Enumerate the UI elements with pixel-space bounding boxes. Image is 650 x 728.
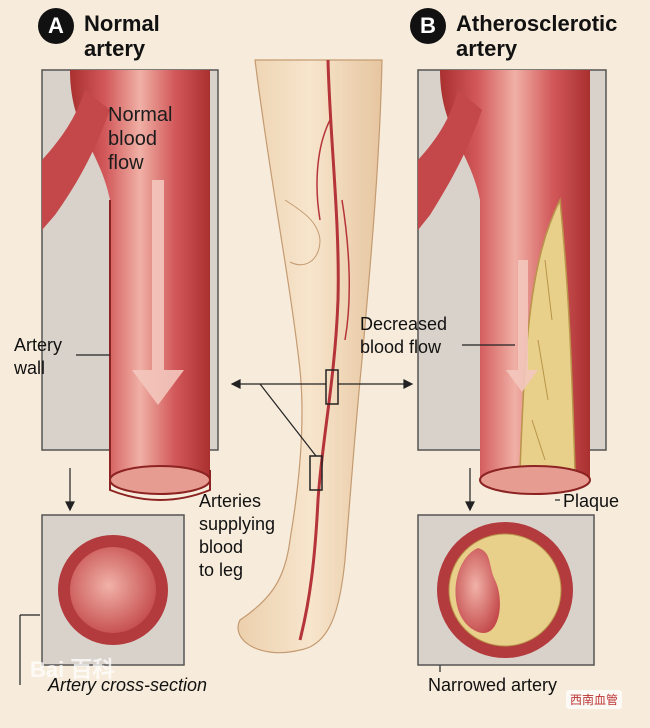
panel-b-badge: B (410, 8, 446, 44)
panel-a-title-line2: artery (84, 36, 146, 61)
cross-section-a (41, 514, 185, 666)
artery-wall-line2: wall (14, 358, 46, 378)
panel-a-title: Normal artery (84, 11, 160, 61)
leg-label-line1: Arteries (199, 491, 262, 511)
panel-a-title-line1: Normal (84, 11, 160, 36)
normal-flow-line1: Normal (108, 104, 173, 126)
baike-watermark: Bai 百科 (30, 657, 115, 682)
connector-lines (19, 344, 560, 685)
leg-arteries-label: Arteries supplying blood to leg (199, 490, 275, 582)
panel-b-box (417, 69, 607, 495)
decreased-flow-line1: Decreased (360, 314, 448, 334)
artery-wall-line1: Artery (14, 335, 63, 355)
leg-label-line2: supplying (199, 514, 276, 534)
leg-illustration (237, 59, 383, 654)
panel-a-box (41, 69, 219, 501)
artery-wall-label: Artery wall (14, 334, 62, 380)
decreased-flow-line2: blood flow (360, 337, 442, 357)
leg-label-line3: blood (199, 537, 244, 557)
decreased-flow-label: Decreased blood flow (360, 313, 447, 359)
cross-section-b (417, 514, 595, 666)
narrowed-artery-label: Narrowed artery (428, 675, 558, 695)
panel-b-title-line2: artery (456, 36, 518, 61)
panel-b-title: Atherosclerotic artery (456, 11, 617, 61)
panel-a-badge: A (38, 8, 74, 44)
panel-b-title-line1: Atherosclerotic (456, 11, 618, 36)
plaque-label: Plaque (563, 491, 620, 511)
cross-section-label: Artery cross-section (48, 675, 208, 695)
normal-flow-line2: blood (108, 128, 157, 150)
normal-flow-label: Normal blood flow (108, 103, 172, 175)
normal-flow-line3: flow (108, 152, 144, 174)
brand-watermark: 西南血管 (566, 690, 623, 709)
leg-label-line4: to leg (199, 560, 244, 580)
